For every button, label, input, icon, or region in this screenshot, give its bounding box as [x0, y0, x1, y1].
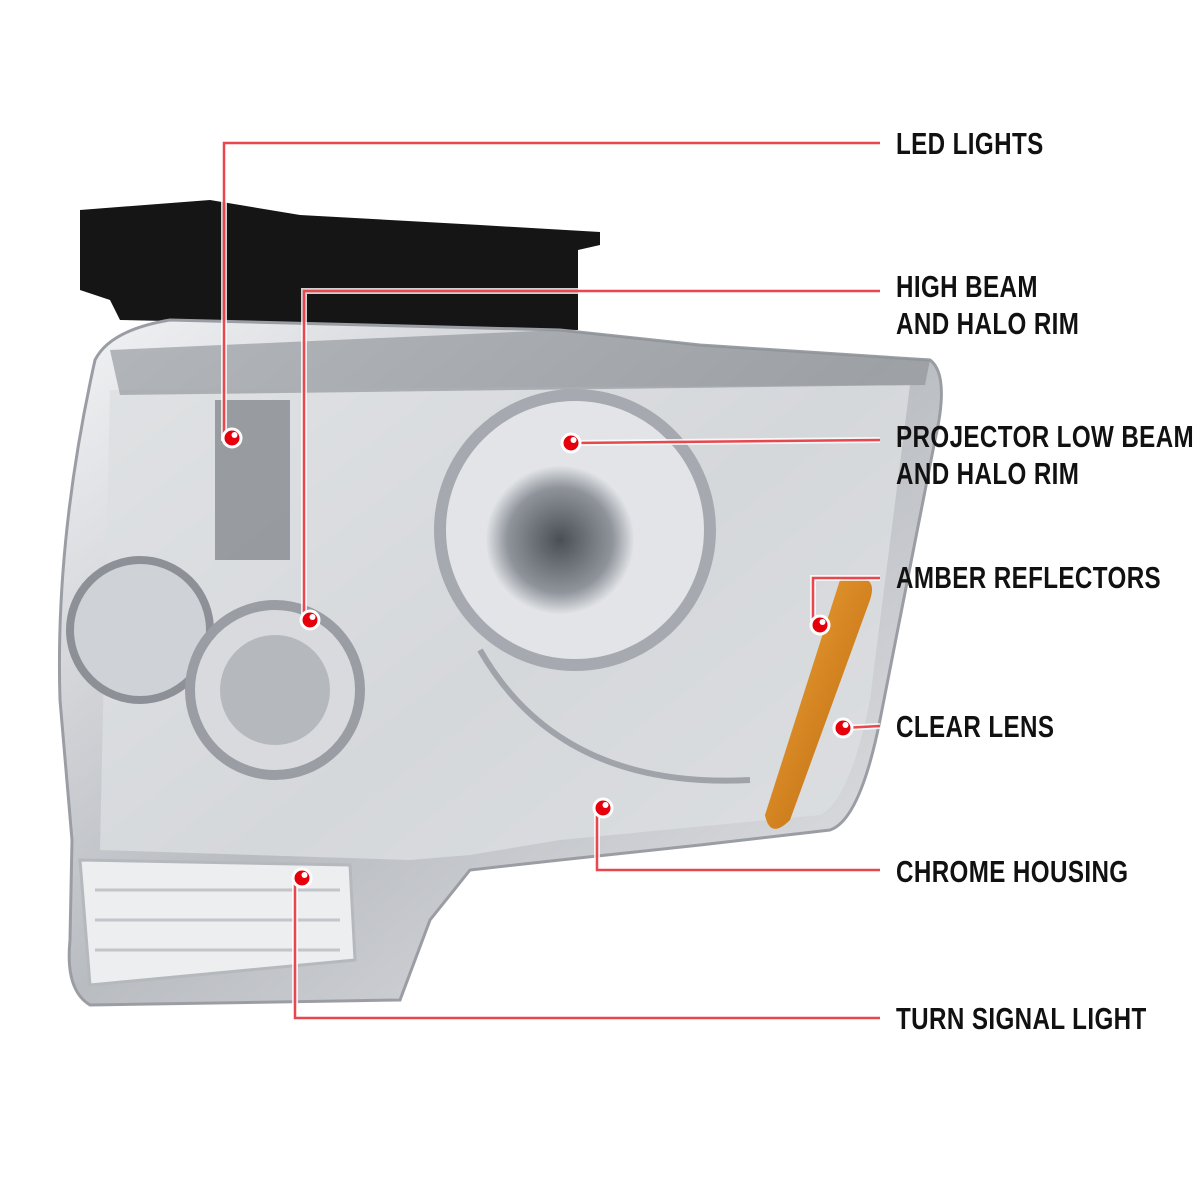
projector-lens [485, 465, 635, 615]
callout-dot-highlight [602, 802, 609, 808]
led-block [215, 400, 290, 560]
callout-dot-amber-reflectors [809, 614, 831, 636]
amber-reflector [765, 577, 872, 829]
label-led-lights: LED LIGHTS [896, 126, 1044, 161]
leader-line-projector [570, 438, 881, 445]
mounting-bracket [80, 200, 600, 330]
label-amber-reflectors: AMBER REFLECTORS [896, 560, 1162, 595]
callout-dot-highlight [570, 437, 577, 443]
callout-dot-highlight [309, 614, 316, 620]
callout-dot-chrome-housing [592, 797, 614, 819]
label-chrome-housing: CHROME HOUSING [896, 854, 1129, 889]
callout-dot-clear-lens [832, 717, 854, 739]
label-clear-lens: CLEAR LENS [896, 709, 1055, 744]
label-turn-signal-light: TURN SIGNAL LIGHT [896, 1001, 1147, 1036]
callout-dot-turn-signal [291, 867, 313, 889]
callout-dot-highlight [842, 722, 849, 728]
callout-dot-high-beam [299, 609, 321, 631]
callout-dot-highlight [301, 872, 308, 878]
callout-dot-led-lights [221, 427, 243, 449]
callout-dot-highlight [819, 619, 826, 625]
callout-dot-highlight [231, 432, 238, 438]
callout-dot-projector-low-beam [560, 432, 582, 454]
